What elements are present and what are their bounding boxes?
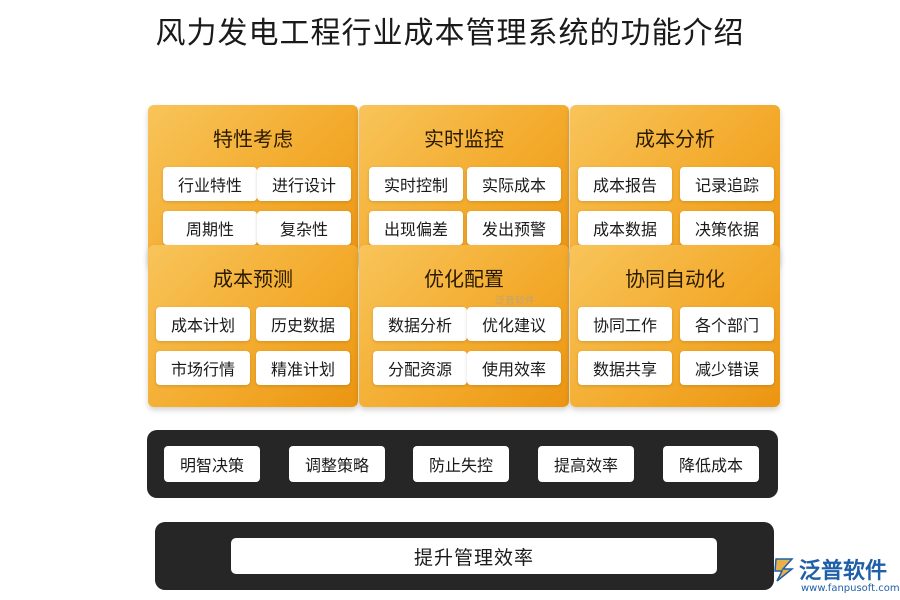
card-item: 复杂性 (257, 211, 351, 245)
card-collaborative-automation: 协同自动化 协同工作 各个部门 数据共享 减少错误 (570, 245, 780, 407)
goals-bar: 明智决策 调整策略 防止失控 提高效率 降低成本 (147, 430, 778, 498)
card-item: 出现偏差 (369, 211, 463, 245)
card-item: 分配资源 (373, 351, 467, 385)
card-realtime-monitoring: 实时监控 实时控制 实际成本 出现偏差 发出预警 (359, 105, 569, 267)
card-title: 协同自动化 (625, 267, 725, 291)
card-item: 成本报告 (578, 167, 672, 201)
goal-item: 提高效率 (538, 446, 634, 482)
card-item: 协同工作 (578, 307, 672, 341)
card-item: 精准计划 (256, 351, 350, 385)
card-cost-forecast: 成本预测 成本计划 历史数据 市场行情 精准计划 (148, 245, 358, 407)
card-title: 成本分析 (635, 127, 715, 151)
card-item: 使用效率 (467, 351, 561, 385)
card-title: 特性考虑 (213, 127, 293, 151)
card-title: 实时监控 (424, 127, 504, 151)
card-item: 决策依据 (680, 211, 774, 245)
goal-item: 防止失控 (413, 446, 509, 482)
card-item: 发出预警 (467, 211, 561, 245)
card-item: 数据共享 (578, 351, 672, 385)
card-item: 减少错误 (680, 351, 774, 385)
card-item: 实际成本 (467, 167, 561, 201)
card-item: 实时控制 (369, 167, 463, 201)
card-item: 市场行情 (156, 351, 250, 385)
card-optimized-allocation: 优化配置 数据分析 优化建议 分配资源 使用效率 (359, 245, 569, 407)
card-title: 成本预测 (213, 267, 293, 291)
brand-url: www.fanpusoft.com (801, 583, 900, 594)
goal-item: 降低成本 (663, 446, 759, 482)
card-item: 成本数据 (578, 211, 672, 245)
final-goal: 提升管理效率 (231, 538, 717, 574)
final-goal-bar: 提升管理效率 (155, 522, 774, 590)
card-item: 成本计划 (156, 307, 250, 341)
goal-item: 调整策略 (289, 446, 385, 482)
card-title: 优化配置 (424, 267, 504, 291)
card-item: 优化建议 (467, 307, 561, 341)
brand-name: 泛普软件 (799, 559, 888, 584)
brand-logo-icon (774, 558, 795, 582)
brand-logo: 泛普软件 www.fanpusoft.com (773, 553, 900, 597)
page-title: 风力发电工程行业成本管理系统的功能介绍 (155, 16, 745, 51)
goal-item: 明智决策 (164, 446, 260, 482)
card-item: 历史数据 (256, 307, 350, 341)
card-item: 进行设计 (257, 167, 351, 201)
card-feature-consideration: 特性考虑 行业特性 进行设计 周期性 复杂性 (148, 105, 358, 267)
watermark: 泛普软件 (495, 296, 535, 307)
card-item: 数据分析 (373, 307, 467, 341)
card-item: 周期性 (163, 211, 257, 245)
card-cost-analysis: 成本分析 成本报告 记录追踪 成本数据 决策依据 (570, 105, 780, 267)
card-item: 各个部门 (680, 307, 774, 341)
card-item: 记录追踪 (680, 167, 774, 201)
card-item: 行业特性 (163, 167, 257, 201)
